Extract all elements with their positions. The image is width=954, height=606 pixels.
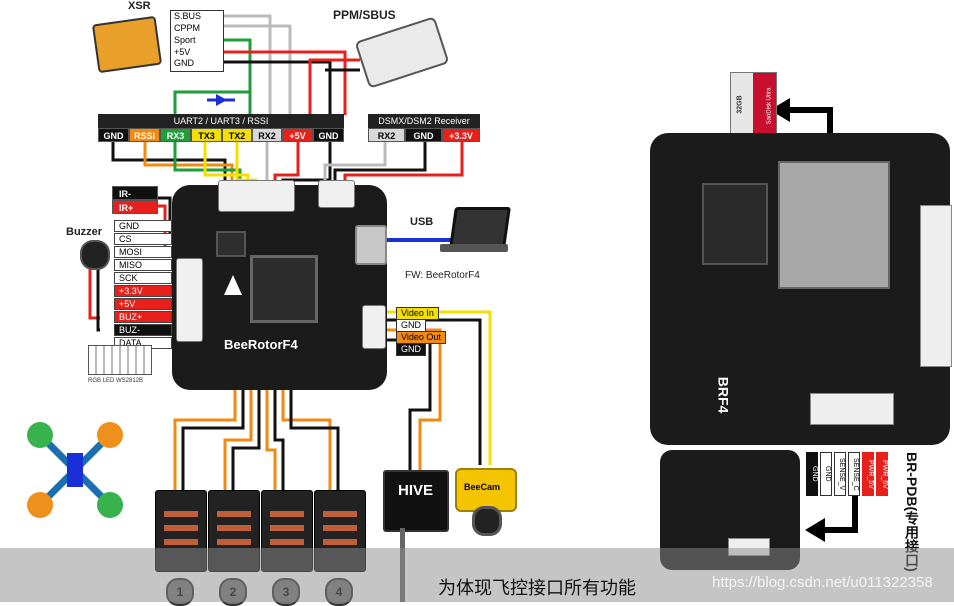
left-pin-5v: +5V (114, 298, 172, 310)
brf4-board: BRF4 (650, 133, 952, 445)
left-pin-buz-minus: BUZ- (114, 324, 172, 336)
receiver-pin-block (170, 10, 224, 72)
laptop-base (440, 244, 508, 252)
left-pin-mosi: MOSI (114, 246, 172, 258)
rgb-led-label: RGB LED WS2812B (88, 378, 144, 384)
left-pin-buz-plus: BUZ+ (114, 311, 172, 323)
left-pin-miso: MISO (114, 259, 172, 271)
sd-card: SanDisk Ultra 32GB (730, 72, 777, 139)
quad-frame-icon (27, 422, 123, 518)
gyro-chip (216, 231, 246, 257)
ppm-sbus-label: PPM/SBUS (333, 8, 396, 22)
caption-bar (0, 548, 954, 602)
laptop-icon (449, 207, 511, 248)
left-pin-3v3: +3.3V (114, 285, 172, 297)
vtx-label: HIVE (398, 482, 434, 499)
pdb-pin-pwr-5v-1: PWR_5V (862, 452, 874, 496)
vtx-module (383, 470, 449, 532)
video-gnd-2-label: GND (396, 343, 426, 356)
dsmx-pin-rx2: RX2 (368, 128, 405, 142)
board-name: BeeRotorF4 (224, 337, 298, 352)
sd-card-brand: SanDisk Ultra (766, 87, 773, 125)
pdb-label: BR-PDB(专用接口) (904, 452, 920, 572)
video-connector (362, 305, 386, 349)
pdb-pin-sense-c: SENSE_C (848, 452, 860, 496)
receiver-pin-gnd: GND (174, 58, 194, 68)
dsmx-header-title: DSMX/DSM2 Receiver (368, 114, 480, 128)
receiver-pin-sport: Sport (174, 35, 196, 45)
right-connector (920, 205, 952, 367)
flash-chip (702, 183, 768, 265)
camera-lens (472, 506, 502, 536)
usb-port (355, 225, 387, 265)
video-in-label: Video In (396, 307, 439, 320)
uart-header-title: UART2 / UART3 / RSSI (98, 114, 344, 128)
bottom-connector (810, 393, 894, 425)
dsmx-pin-gnd: GND (405, 128, 442, 142)
left-pin-gnd: GND (114, 220, 172, 232)
receiver-pin-sbus: S.BUS (174, 11, 202, 21)
uart-pin-rx2: RX2 (252, 128, 282, 142)
left-pin-sck: SCK (114, 272, 172, 284)
xsr-label: XSR (128, 0, 151, 12)
ir-minus-label: IR- (112, 186, 158, 200)
pdb-pin-sense-v: SENSE_V (834, 452, 846, 496)
top-connector (218, 180, 295, 212)
uart-pin-gnd-2: GND (313, 128, 344, 142)
receiver-pin-cppm: CPPM (174, 23, 201, 33)
uart-pin-tx3: TX3 (191, 128, 222, 142)
sd-slot (778, 161, 890, 289)
camera-label: BeeCam (464, 482, 501, 492)
receiver-pin-5v: +5V (174, 47, 191, 57)
firmware-label: FW: BeeRotorF4 (405, 270, 480, 281)
buzzer-icon (80, 240, 110, 270)
sd-card-size: 32GB (736, 95, 744, 114)
uart-pin-rssi: RSSI (129, 128, 160, 142)
left-pin-cs: CS (114, 233, 172, 245)
dsmx-pin-3v3: +3.3V (442, 128, 480, 142)
dsmx-connector (318, 180, 355, 208)
pdb-pin-pwr-5v-2: PWR_5V (876, 452, 888, 496)
uart-pin-tx2: TX2 (222, 128, 252, 142)
uart-pin-rx3: RX3 (160, 128, 191, 142)
sd-card-stripe (753, 73, 776, 138)
uart-pin-5v: +5V (282, 128, 313, 142)
arrow-marker-icon (224, 275, 242, 295)
left-connector (176, 258, 203, 342)
usb-label: USB (410, 216, 434, 228)
pdb-pin-gnd-1: GND (806, 452, 818, 496)
beerotor-f4-board: BeeRotorF4 (172, 185, 387, 390)
mcu-chip (250, 255, 318, 323)
brf4-name: BRF4 (715, 376, 732, 414)
camera-module (455, 468, 517, 512)
ir-plus-label: IR+ (112, 200, 158, 214)
uart-pin-gnd-1: GND (98, 128, 129, 142)
pdb-pin-gnd-2: GND (820, 452, 832, 496)
watermark: https://blog.csdn.net/u011322358 (712, 574, 933, 591)
xsr-receiver (91, 15, 163, 74)
video-caption: 为体现飞控接口所有功能 (438, 578, 636, 598)
rgb-led-strip (88, 345, 152, 375)
buzzer-label: Buzzer (66, 226, 103, 238)
